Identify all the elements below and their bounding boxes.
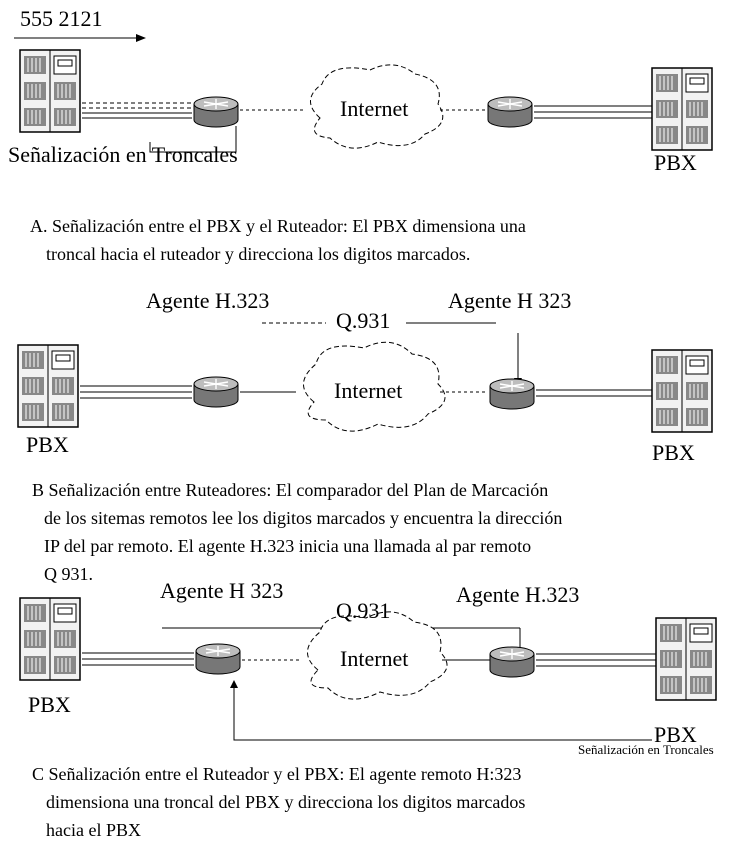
agent-b-left: Agente H.323 (146, 288, 270, 313)
router-b-right-icon (489, 378, 535, 410)
caption-c-line2: dimensiona una troncal del PBX y direcci… (46, 792, 526, 812)
pbx-c-left-icon (19, 597, 81, 681)
signal-label-c: Señalización en Troncales (578, 742, 714, 757)
agent-c-left: Agente H 323 (160, 578, 284, 603)
panel-b (17, 322, 713, 433)
signal-label-a: Señalización en Troncales (8, 142, 238, 167)
q931-b: Q.931 (336, 308, 391, 333)
panel-a (14, 34, 713, 153)
internet-label-a-text: Internet (340, 96, 409, 121)
pbx-label-c-left: PBX (28, 692, 71, 717)
router-c-left-icon (195, 643, 241, 675)
agent-b-right: Agente H 323 (448, 288, 572, 313)
pbx-b-right-icon (651, 349, 713, 433)
pbx-a-left-icon (19, 49, 81, 133)
signal-line-c (233, 688, 652, 741)
pbx-a-right-icon (651, 67, 713, 151)
pbx-label-a: PBX (654, 150, 697, 175)
internet-label-c: Internet (340, 646, 409, 671)
pbx-label-b-right: PBX (652, 440, 695, 465)
caption-b-line3: IP del par remoto. El agente H.323 inici… (44, 536, 532, 556)
caption-b-line2: de los sitemas remotos lee los digitos m… (44, 508, 563, 528)
panel-c (19, 597, 717, 741)
number-arrow (14, 34, 146, 42)
internet-cloud-c (307, 611, 448, 700)
pbx-label-b-left: PBX (26, 432, 69, 457)
trunk-lines-a (82, 102, 192, 119)
agent-c-right: Agente H.323 (456, 582, 580, 607)
caption-a-line1: A. Señalización entre el PBX y el Rutead… (30, 216, 526, 236)
signal-line-a (149, 126, 237, 153)
pbx-c-right-icon (655, 617, 717, 701)
caption-b-line1: B Señalización entre Ruteadores: El comp… (32, 480, 549, 500)
pbx-b-left-icon (17, 344, 79, 428)
dialed-number: 555 2121 (20, 6, 103, 31)
router-a-left-icon (193, 96, 239, 128)
router-c-right-icon (489, 646, 535, 678)
internet-cloud-a (310, 64, 444, 149)
caption-b-line4: Q 931. (44, 564, 93, 584)
internet-label-b: Internet (334, 378, 403, 403)
pbx-label-c-right: PBX (654, 722, 697, 747)
internet-cloud-b (303, 341, 446, 432)
q931-c: Q.931 (336, 598, 391, 623)
caption-c-line1: C Señalización entre el Ruteador y el PB… (32, 764, 522, 784)
router-b-left-icon (193, 376, 239, 408)
caption-c-line3: hacia el PBX (46, 820, 141, 840)
router-a-right-icon (487, 96, 533, 128)
caption-a-line2: troncal hacia el ruteador y direcciona l… (46, 244, 471, 264)
